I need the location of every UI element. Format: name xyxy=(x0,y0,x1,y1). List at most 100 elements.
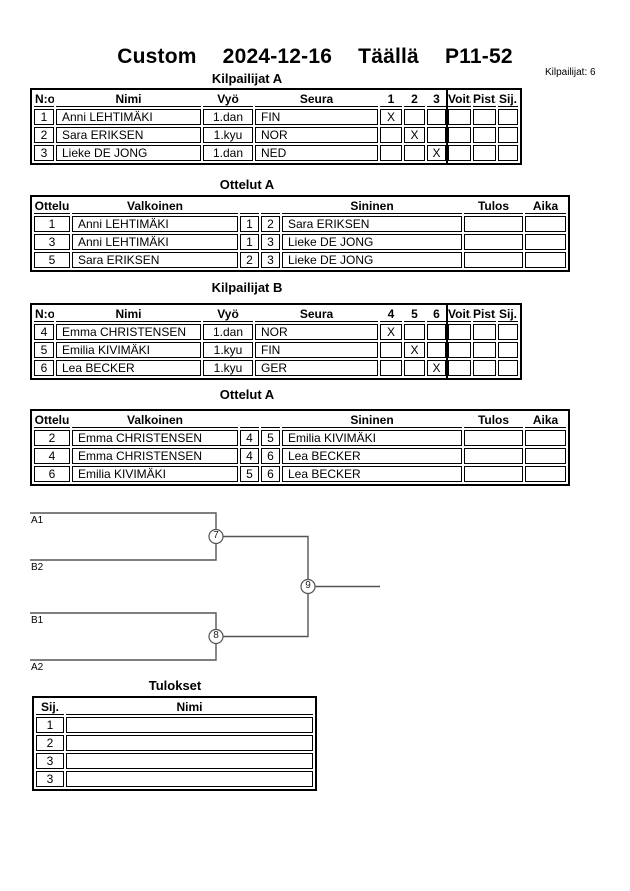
cell-blue-name: Lea BECKER xyxy=(282,448,462,464)
cell-white-no: 4 xyxy=(240,430,259,446)
semifinal-2-lines xyxy=(30,612,217,661)
section-title-matches-a: Ottelut A xyxy=(219,177,275,192)
cell-m3 xyxy=(427,109,446,125)
col-header-match: Ottelu xyxy=(34,413,70,428)
cell-m1 xyxy=(380,360,402,376)
col-header-place: Sij. xyxy=(498,92,518,107)
cell-white-name: Emma CHRISTENSEN xyxy=(72,448,238,464)
cell-m3: X xyxy=(427,360,446,376)
competitor-row: 1 Anni LEHTIMÄKI 1.dan FIN X xyxy=(34,109,518,125)
col-header-white: Valkoinen xyxy=(72,199,238,214)
final-connector-lines xyxy=(216,535,309,638)
cell-time xyxy=(525,234,566,250)
cell-m2 xyxy=(404,360,425,376)
competitor-row: 6 Lea BECKER 1.kyu GER X xyxy=(34,360,518,376)
cell-place xyxy=(498,324,518,340)
section-title-competitors-b: Kilpailijat B xyxy=(211,280,283,295)
cell-name: Emma CHRISTENSEN xyxy=(56,324,201,340)
bracket-slot-a2: A2 xyxy=(31,662,44,673)
col-header-blue: Sininen xyxy=(282,199,462,214)
match-9-number: 9 xyxy=(305,580,311,591)
cell-time xyxy=(525,252,566,268)
cell-m3 xyxy=(427,324,446,340)
cell-m2 xyxy=(404,109,425,125)
cell-white-no: 1 xyxy=(240,216,259,232)
cell-white-name: Anni LEHTIMÄKI xyxy=(72,234,238,250)
cell-wins xyxy=(448,360,471,376)
cell-name xyxy=(66,717,313,733)
cell-m2 xyxy=(404,324,425,340)
cell-points xyxy=(473,145,496,161)
col-header-name: Nimi xyxy=(56,307,201,322)
cell-club: NOR xyxy=(255,127,378,143)
cell-no: 2 xyxy=(34,127,54,143)
table-header-row: Ottelu Valkoinen Sininen Tulos Aika xyxy=(34,199,566,214)
bracket-slot-a1: A1 xyxy=(31,515,44,526)
col-header-place: Sij. xyxy=(36,700,64,715)
cell-blue-no: 3 xyxy=(261,234,280,250)
cell-points xyxy=(473,127,496,143)
cell-m2: X xyxy=(404,127,425,143)
cell-wins xyxy=(448,342,471,358)
cell-time xyxy=(525,466,566,482)
col-header-club: Seura xyxy=(255,92,378,107)
col-header-wno xyxy=(240,413,259,428)
cell-name: Anni LEHTIMÄKI xyxy=(56,109,201,125)
cell-result xyxy=(464,234,523,250)
cell-points xyxy=(473,109,496,125)
col-header-match: Ottelu xyxy=(34,199,70,214)
cell-place: 1 xyxy=(36,717,64,733)
match-row: 3 Anni LEHTIMÄKI 1 3 Lieke DE JONG xyxy=(34,234,566,250)
cell-match-no: 6 xyxy=(34,466,70,482)
cell-white-no: 1 xyxy=(240,234,259,250)
col-header-wins: Voit. xyxy=(448,307,471,322)
bracket-slot-b1: B1 xyxy=(31,615,44,626)
cell-belt: 1.kyu xyxy=(203,342,253,358)
section-title-competitors-a: Kilpailijat A xyxy=(211,71,283,86)
cell-belt: 1.kyu xyxy=(203,360,253,376)
col-header-points: Pist. xyxy=(473,92,496,107)
cell-place: 2 xyxy=(36,735,64,751)
table-header-row: N:o Nimi Vyö Seura 4 5 6 Voit. Pist. Sij… xyxy=(34,307,518,322)
col-header-belt: Vyö xyxy=(203,307,253,322)
col-header-name: Nimi xyxy=(56,92,201,107)
cell-no: 6 xyxy=(34,360,54,376)
match-9-node xyxy=(300,578,316,595)
cell-m1 xyxy=(380,127,402,143)
cell-white-name: Anni LEHTIMÄKI xyxy=(72,216,238,232)
cell-result xyxy=(464,466,523,482)
cell-time xyxy=(525,448,566,464)
table-header-row: N:o Nimi Vyö Seura 1 2 3 Voit. Pist. Sij… xyxy=(34,92,518,107)
cell-club: NED xyxy=(255,145,378,161)
cell-time xyxy=(525,430,566,446)
col-header-time: Aika xyxy=(525,413,566,428)
cell-white-name: Emma CHRISTENSEN xyxy=(72,430,238,446)
col-header-m3: 3 xyxy=(427,92,446,107)
competitor-row: 4 Emma CHRISTENSEN 1.dan NOR X xyxy=(34,324,518,340)
cell-club: GER xyxy=(255,360,378,376)
cell-points xyxy=(473,342,496,358)
cell-white-no: 2 xyxy=(240,252,259,268)
competitor-row: 2 Sara ERIKSEN 1.kyu NOR X xyxy=(34,127,518,143)
cell-m1: X xyxy=(380,324,402,340)
cell-club: NOR xyxy=(255,324,378,340)
competitors-table-a: N:o Nimi Vyö Seura 1 2 3 Voit. Pist. Sij… xyxy=(30,88,522,165)
matches-table-a: Ottelu Valkoinen Sininen Tulos Aika 1 An… xyxy=(30,195,570,272)
section-title-matches-b: Ottelut A xyxy=(219,387,275,402)
col-header-bno xyxy=(261,199,280,214)
cell-blue-name: Sara ERIKSEN xyxy=(282,216,462,232)
cell-blue-name: Emilia KIVIMÄKI xyxy=(282,430,462,446)
table-header-row: Sij. Nimi xyxy=(36,700,313,715)
cell-result xyxy=(464,430,523,446)
cell-place: 3 xyxy=(36,771,64,787)
bracket-lines xyxy=(30,512,380,661)
competitor-count: Kilpailijat: 6 xyxy=(545,67,596,78)
col-header-blue: Sininen xyxy=(282,413,462,428)
result-row: 1 xyxy=(36,717,313,733)
cell-result xyxy=(464,448,523,464)
match-row: 5 Sara ERIKSEN 2 3 Lieke DE JONG xyxy=(34,252,566,268)
cell-match-no: 5 xyxy=(34,252,70,268)
cell-place: 3 xyxy=(36,753,64,769)
col-header-m3: 6 xyxy=(427,307,446,322)
